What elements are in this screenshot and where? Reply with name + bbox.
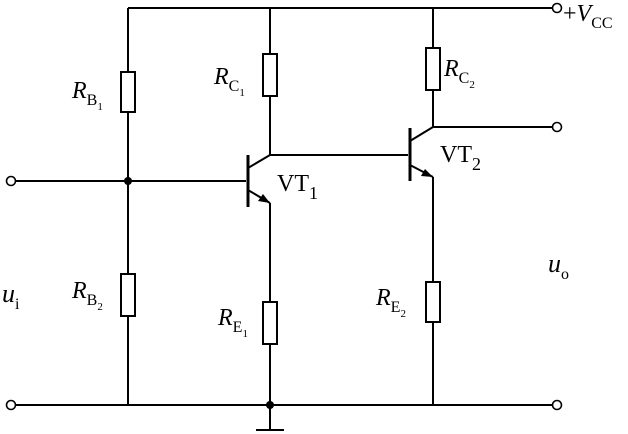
resistor-rc2 <box>425 47 441 91</box>
label-uo: uo <box>548 249 569 283</box>
terminal-input-bottom <box>5 399 17 411</box>
transistor-vt1 <box>246 155 270 207</box>
terminal-vcc <box>551 2 563 14</box>
label-rc2: RC2 <box>443 56 475 91</box>
label-vt2: VT2 <box>440 142 481 174</box>
label-vcc: +VCC <box>563 1 613 32</box>
transistor-vt2 <box>408 128 433 181</box>
resistor-rc1 <box>262 53 278 97</box>
junction-ground-node <box>266 401 274 409</box>
resistor-rb1 <box>120 71 136 113</box>
label-vt1: VT1 <box>277 171 318 203</box>
resistor-re1 <box>262 301 278 345</box>
label-re2: RE2 <box>375 285 406 320</box>
vt1-collector-lead <box>247 154 271 169</box>
resistor-rb2 <box>120 273 136 317</box>
vt2-collector-lead <box>409 126 434 142</box>
vt1-emitter-arrow <box>258 194 270 203</box>
label-rb1: RB1 <box>71 78 103 113</box>
terminal-output-top <box>551 121 563 133</box>
resistor-re2 <box>425 281 441 323</box>
vt2-emitter-arrow <box>421 169 433 177</box>
junction-base-node <box>124 177 132 185</box>
label-ui: ui <box>2 279 20 313</box>
label-rc1: RC1 <box>213 64 245 99</box>
terminal-input-top <box>5 175 17 187</box>
label-re1: RE1 <box>217 305 248 340</box>
terminal-output-bottom <box>551 399 563 411</box>
wires <box>14 7 552 431</box>
label-rb2: RB2 <box>71 278 103 313</box>
